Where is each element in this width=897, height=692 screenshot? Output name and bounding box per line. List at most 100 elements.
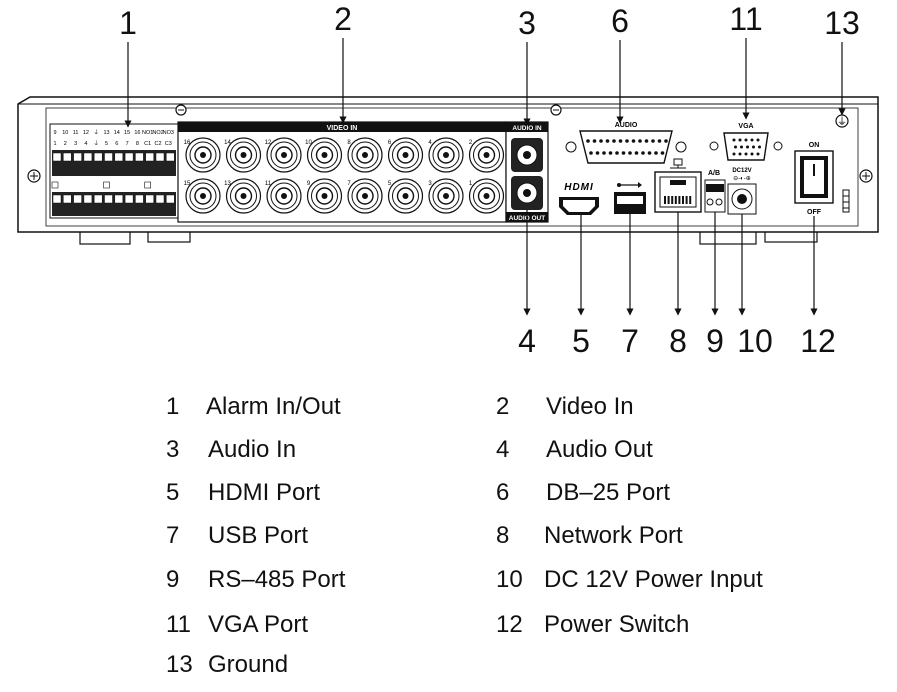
callout-7: 7 (621, 323, 639, 359)
callout-4: 4 (518, 323, 536, 359)
bnc-number: 11 (265, 181, 272, 187)
screw-icon (550, 104, 562, 116)
legend-num: 1 (166, 393, 180, 420)
legend-item-1: 1 Alarm In/Out (166, 393, 341, 421)
callout-5: 5 (572, 323, 590, 359)
network-icon (670, 158, 686, 169)
bnc-port: 5 (388, 178, 424, 214)
usb-icon (617, 182, 642, 188)
dc-label: DC12V (732, 168, 751, 174)
alarm-pin (83, 152, 93, 162)
legend-label: Audio In (208, 436, 297, 463)
alarm-bottom-number: 2 (64, 141, 67, 147)
dc-polarity-icon: ⊖-◐-⊕ (733, 176, 751, 182)
network-port (654, 158, 702, 213)
legend-num: 13 (166, 651, 193, 678)
legend-num: 7 (166, 522, 180, 549)
legend-item-3: 3 Audio In (166, 436, 296, 464)
callout-numbers-top: 1 2 3 6 11 13 (119, 1, 860, 41)
rs485-port: A/B (704, 170, 726, 213)
alarm-top-number: 9 (53, 130, 56, 136)
callout-lines-bottom (523, 210, 818, 316)
alarm-pin (124, 194, 134, 204)
alarm-bottom-number: 4 (84, 141, 87, 147)
alarm-top-number: ⏚ (93, 129, 99, 136)
alarm-terminal-pins (51, 152, 175, 204)
alarm-top-number: NO2 (152, 130, 163, 136)
alarm-pin (63, 194, 72, 204)
legend-num: 2 (496, 393, 510, 420)
callout-6: 6 (611, 3, 629, 39)
alarm-bottom-number: C2 (154, 141, 161, 147)
alarm-pin (114, 152, 124, 162)
alarm-pin (155, 194, 165, 204)
audio-in-jack (511, 138, 543, 172)
alarm-pin (52, 152, 62, 162)
alarm-latch (103, 181, 110, 189)
callout-lines-top (124, 38, 846, 128)
legend-label: RS–485 Port (208, 566, 346, 593)
bnc-port: 6 (388, 137, 424, 173)
callout-10: 10 (737, 323, 773, 359)
alarm-bottom-number: ⏚ (93, 140, 99, 147)
callout-2: 2 (334, 1, 352, 37)
alarm-pin (52, 194, 62, 204)
dc-power-port: DC12V ⊖-◐-⊕ (727, 168, 757, 215)
alarm-bottom-number: 3 (74, 141, 77, 147)
bnc-port: 14 (224, 137, 262, 173)
alarm-pin (93, 152, 103, 162)
bnc-port: 11 (265, 178, 302, 214)
alarm-pin (83, 194, 93, 204)
alarm-pin (93, 194, 103, 204)
legend-label: Ground (208, 651, 289, 678)
bnc-number: 2 (469, 140, 473, 146)
legend-num: 11 (166, 611, 191, 638)
legend-label: Power Switch (544, 611, 690, 638)
bnc-port: 12 (265, 137, 302, 173)
alarm-top-number: 10 (62, 130, 68, 136)
db25-port: AUDIO (565, 122, 687, 164)
legend-num: 9 (166, 566, 180, 593)
audio-in-label: AUDIO IN (512, 125, 542, 132)
bnc-port: 8 (347, 137, 383, 173)
alarm-pin (73, 152, 82, 162)
alarm-pin (73, 194, 82, 204)
ground-icon: ⏚ (837, 116, 847, 128)
alarm-bottom-number: C1 (144, 141, 151, 147)
bnc-port: 3 (428, 178, 464, 214)
legend-num: 3 (166, 436, 180, 463)
switch-on-label: ON (809, 142, 820, 149)
screw-icon (27, 169, 41, 183)
legend-num: 5 (166, 479, 180, 506)
callout-8: 8 (669, 323, 687, 359)
screw-icon (175, 104, 187, 116)
legend-label: Alarm In/Out (206, 393, 341, 420)
bnc-port: 9 (307, 178, 343, 214)
alarm-pin (166, 194, 175, 204)
alarm-bottom-number: 5 (105, 141, 108, 147)
bnc-number: 16 (184, 140, 191, 146)
bnc-port: 10 (305, 137, 343, 173)
bnc-port: 2 (469, 137, 505, 173)
callout-1: 1 (119, 5, 137, 41)
bnc-port: 1 (469, 178, 505, 214)
callout-13: 13 (824, 5, 860, 41)
bnc-number: 7 (347, 181, 351, 187)
alarm-top-number: 11 (73, 130, 79, 136)
alarm-pin (155, 152, 165, 162)
bnc-port: 13 (224, 178, 262, 214)
bnc-number: 8 (347, 140, 351, 146)
legend-label: DC 12V Power Input (544, 566, 763, 593)
alarm-top-number: 12 (83, 130, 89, 136)
alarm-bottom-number: 1 (53, 141, 56, 147)
alarm-latch (51, 181, 59, 189)
alarm-pin (145, 194, 154, 204)
bnc-number: 9 (307, 181, 311, 187)
